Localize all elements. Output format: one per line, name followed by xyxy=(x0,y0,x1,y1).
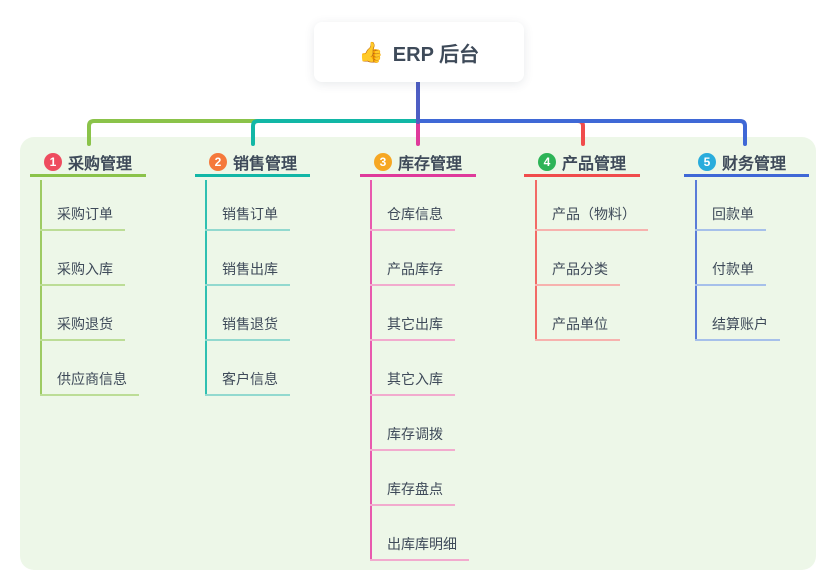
child-node[interactable]: 其它入库 xyxy=(370,370,455,396)
child-node[interactable]: 仓库信息 xyxy=(370,205,455,231)
branch-trunk-line xyxy=(40,180,42,396)
child-node[interactable]: 产品库存 xyxy=(370,260,455,286)
branch-index-badge: 3 xyxy=(374,152,392,171)
child-node[interactable]: 采购订单 xyxy=(40,205,125,231)
branch-title: 销售管理 xyxy=(233,155,298,173)
thumbs-up-icon: 👍 xyxy=(358,41,384,64)
branch-title: 财务管理 xyxy=(722,155,787,173)
branch-trunk-line xyxy=(205,180,207,396)
child-node[interactable]: 产品分类 xyxy=(535,260,620,286)
branch-title: 采购管理 xyxy=(68,155,133,173)
branch-node-finance[interactable]: 5 财务管理 xyxy=(684,149,809,177)
root-node-label: ERP 后台 xyxy=(392,43,480,66)
branch-index-badge: 1 xyxy=(44,152,62,171)
branch-index-badge: 2 xyxy=(209,152,227,171)
child-node[interactable]: 供应商信息 xyxy=(40,370,139,396)
branch-index-badge: 5 xyxy=(698,152,716,171)
branch-node-procurement[interactable]: 1 采购管理 xyxy=(30,149,146,177)
child-node[interactable]: 回款单 xyxy=(695,205,766,231)
child-node[interactable]: 销售订单 xyxy=(205,205,290,231)
child-node[interactable]: 采购入库 xyxy=(40,260,125,286)
branch-trunk-line xyxy=(370,180,372,561)
branches-background-panel xyxy=(20,137,816,570)
branch-trunk-line xyxy=(695,180,697,341)
child-node[interactable]: 产品（物料） xyxy=(535,205,648,231)
child-node[interactable]: 客户信息 xyxy=(205,370,290,396)
child-node[interactable]: 库存盘点 xyxy=(370,480,455,506)
child-node[interactable]: 库存调拨 xyxy=(370,425,455,451)
branch-node-product[interactable]: 4 产品管理 xyxy=(524,149,640,177)
child-node[interactable]: 付款单 xyxy=(695,260,766,286)
branch-trunk-line xyxy=(535,180,537,341)
branch-index-badge: 4 xyxy=(538,152,556,171)
branch-node-inventory[interactable]: 3 库存管理 xyxy=(360,149,476,177)
child-node[interactable]: 结算账户 xyxy=(695,315,780,341)
branch-title: 产品管理 xyxy=(562,155,627,173)
child-node[interactable]: 产品单位 xyxy=(535,315,620,341)
branch-node-sales[interactable]: 2 销售管理 xyxy=(195,149,310,177)
child-node[interactable]: 其它出库 xyxy=(370,315,455,341)
root-node-erp-backend[interactable]: 👍 ERP 后台 xyxy=(314,22,524,82)
child-node[interactable]: 出库库明细 xyxy=(370,535,469,561)
child-node[interactable]: 销售退货 xyxy=(205,315,290,341)
child-node[interactable]: 销售出库 xyxy=(205,260,290,286)
branch-title: 库存管理 xyxy=(398,155,463,173)
child-node[interactable]: 采购退货 xyxy=(40,315,125,341)
